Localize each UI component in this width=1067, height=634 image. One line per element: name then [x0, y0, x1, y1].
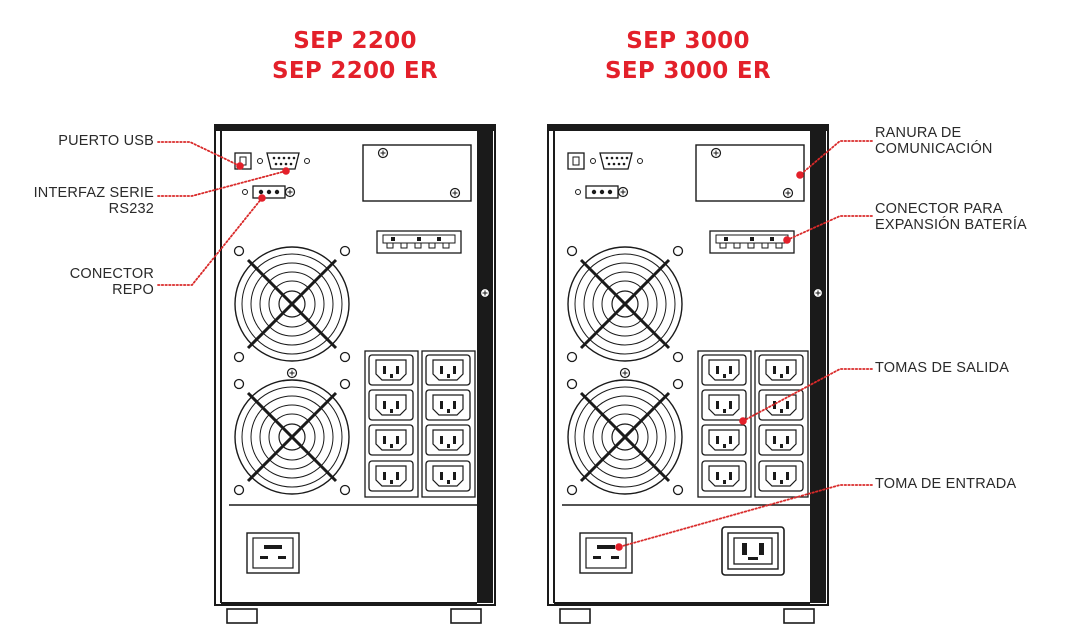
label-repo-line2: REPO: [112, 282, 154, 298]
ups-rear-left: [215, 125, 495, 623]
model-title-left: SEP 2200 SEP 2200 ER: [255, 26, 455, 86]
marker-outlets: [739, 417, 747, 425]
model-title-right-line2: SEP 3000 ER: [605, 58, 771, 84]
label-rs232-line1: INTERFAZ SERIE: [33, 185, 154, 201]
marker-rs232: [282, 167, 290, 175]
leader-repo: [157, 197, 263, 286]
model-title-left-line1: SEP 2200: [293, 28, 417, 54]
input-socket-icon: [579, 532, 633, 574]
leader-battery: [786, 215, 873, 241]
label-outlets-line1: TOMAS DE SALIDA: [875, 360, 1010, 376]
screw-icon: [619, 367, 631, 379]
label-comm-slot: RANURA DE COMUNICACIÓN: [875, 125, 993, 157]
marker-battery: [783, 236, 791, 244]
marker-usb: [236, 162, 244, 170]
label-rs232: INTERFAZ SERIE RS232: [34, 185, 154, 217]
label-repo: CONECTOR REPO: [70, 266, 154, 298]
label-repo-line1: CONECTOR: [69, 266, 154, 282]
leader-usb: [157, 141, 241, 167]
input-socket-icon: [246, 532, 300, 574]
label-battery-connector: CONECTOR PARA EXPANSIÓN BATERÍA: [875, 201, 1027, 233]
marker-comm-slot: [796, 171, 804, 179]
outlet-group-right: [697, 350, 809, 498]
label-usb-port: PUERTO USB: [58, 133, 154, 149]
label-comm-slot-line2: COMUNICACIÓN: [875, 141, 993, 157]
input-socket-large-icon: [721, 526, 785, 576]
model-title-right: SEP 3000 SEP 3000 ER: [588, 26, 788, 86]
leader-outlets: [742, 368, 873, 422]
leader-rs232: [157, 170, 287, 197]
model-title-right-line1: SEP 3000: [626, 28, 750, 54]
label-input-line1: TOMA DE ENTRADA: [875, 476, 1017, 492]
label-usb-port-line1: PUERTO USB: [58, 133, 154, 149]
leader-input: [618, 484, 873, 548]
leader-lines: [157, 140, 873, 548]
screw-icon: [286, 367, 298, 379]
label-input-socket: TOMA DE ENTRADA: [875, 476, 1016, 492]
label-output-outlets: TOMAS DE SALIDA: [875, 360, 1009, 376]
marker-input: [615, 543, 623, 551]
label-battery-line2: EXPANSIÓN BATERÍA: [875, 217, 1027, 233]
marker-repo: [258, 194, 266, 202]
label-comm-slot-line1: RANURA DE: [875, 125, 962, 141]
model-title-left-line2: SEP 2200 ER: [272, 58, 438, 84]
marker-dots: [236, 162, 804, 551]
label-battery-line1: CONECTOR PARA: [875, 201, 1003, 217]
outlet-group-left: [364, 350, 476, 498]
label-rs232-line2: RS232: [108, 201, 154, 217]
ups-rear-right: [548, 125, 828, 623]
leader-comm-slot: [799, 140, 873, 176]
